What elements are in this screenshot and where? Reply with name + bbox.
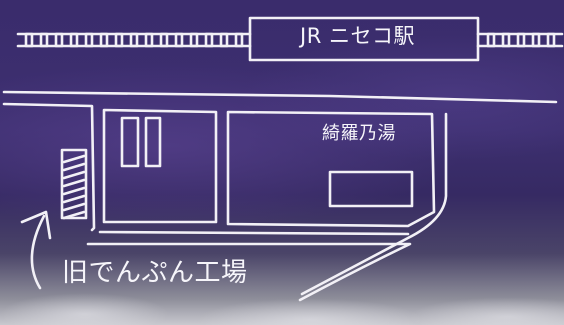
hatch-line <box>62 154 86 164</box>
onsen-block <box>226 110 436 228</box>
railway-tie <box>99 32 109 48</box>
station-label: JR ニセコ駅 <box>300 24 415 48</box>
railway-track-icon <box>16 32 564 48</box>
railway-tie <box>39 32 49 48</box>
hatch-line <box>62 170 86 180</box>
railway-tie <box>69 32 79 48</box>
road-edge-left-block <box>2 102 96 232</box>
railway-tie <box>189 32 199 48</box>
road-edge-top <box>2 90 558 104</box>
onsen-building <box>328 170 414 208</box>
railway-ties-right <box>486 32 556 48</box>
station-building <box>248 16 480 62</box>
railway-tie <box>204 32 214 48</box>
railway-tie <box>144 32 154 48</box>
factory-label: 旧でんぷん工場 <box>62 258 248 288</box>
hatch-line <box>62 178 86 188</box>
railway-tie <box>129 32 139 48</box>
curved-arrow-icon <box>20 210 52 290</box>
railway-tie <box>486 32 496 48</box>
railway-tie <box>174 32 184 48</box>
factory-hatching <box>62 154 86 220</box>
railway-tie <box>546 32 556 48</box>
middle-building-b <box>144 116 162 168</box>
railway-tie <box>234 32 244 48</box>
middle-building-a <box>120 116 140 168</box>
hatch-line <box>62 186 86 196</box>
hatch-line <box>62 194 86 204</box>
old-factory-building <box>60 148 88 220</box>
railway-tie <box>501 32 511 48</box>
railway-tie <box>84 32 94 48</box>
railway-tie <box>159 32 169 48</box>
railway-tie <box>219 32 229 48</box>
railway-tie <box>24 32 34 48</box>
hatch-line <box>62 210 86 220</box>
railway-tie <box>516 32 526 48</box>
railway-tie <box>54 32 64 48</box>
railway-ties-left <box>24 32 244 48</box>
onsen-label: 綺羅乃湯 <box>322 123 396 144</box>
road-edge-right <box>300 112 448 296</box>
middle-block <box>102 108 218 224</box>
hatch-line <box>62 162 86 172</box>
hatch-line <box>62 202 86 212</box>
railway-tie <box>114 32 124 48</box>
road-edge-lower <box>98 230 410 236</box>
railway-tie <box>531 32 541 48</box>
